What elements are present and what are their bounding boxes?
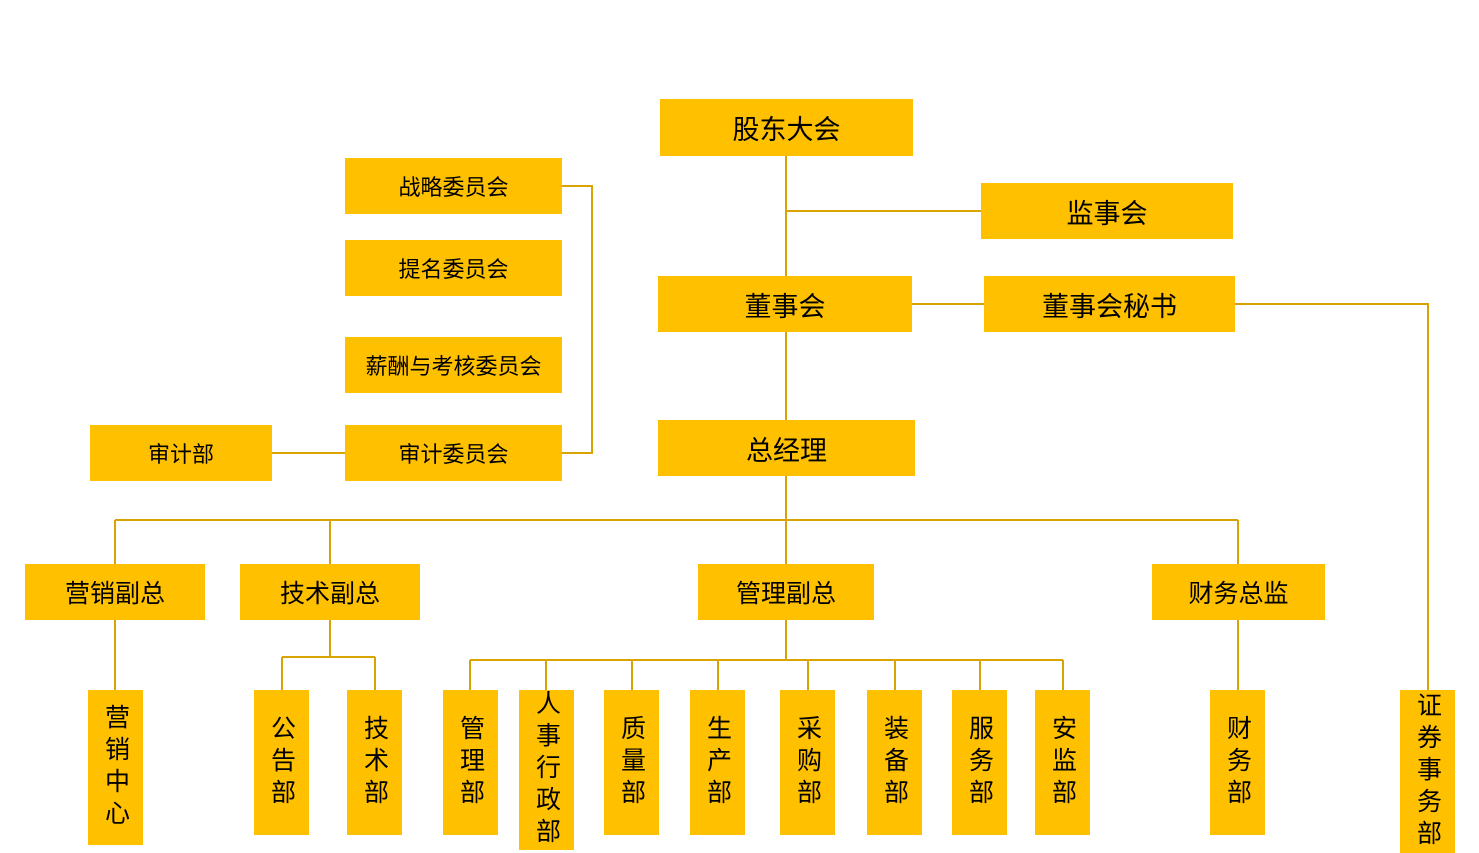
node-production-dept: 生产部 <box>690 690 745 835</box>
node-management-vp: 管理副总 <box>698 564 874 620</box>
node-tech-dept: 技术部 <box>347 690 402 835</box>
node-quality-dept: 质量部 <box>604 690 659 835</box>
node-safety-dept: 安监部 <box>1035 690 1090 835</box>
edge-secretary-securities <box>1235 303 1429 690</box>
node-strategy-committee: 战略委员会 <box>345 158 562 214</box>
node-securities-dept: 证券事务部 <box>1400 690 1455 853</box>
node-compensation-committee: 薪酬与考核委员会 <box>345 337 562 393</box>
node-tech-vp: 技术副总 <box>240 564 420 620</box>
node-announcement-dept: 公告部 <box>254 690 309 835</box>
node-supervisory-board: 监事会 <box>981 183 1233 239</box>
edge-committee-bracket <box>562 185 593 454</box>
node-finance-director: 财务总监 <box>1152 564 1325 620</box>
node-management-dept: 管理部 <box>443 690 498 835</box>
node-board-secretary: 董事会秘书 <box>984 276 1235 332</box>
node-marketing-center: 营销中心 <box>88 690 143 845</box>
node-audit-committee: 审计委员会 <box>345 425 562 481</box>
node-general-manager: 总经理 <box>658 420 915 476</box>
node-shareholders: 股东大会 <box>660 99 913 156</box>
node-board-of-directors: 董事会 <box>658 276 912 332</box>
node-finance-dept: 财务部 <box>1210 690 1265 835</box>
node-marketing-vp: 营销副总 <box>25 564 205 620</box>
node-audit-dept: 审计部 <box>90 425 272 481</box>
node-hr-admin-dept: 人事行政部 <box>519 690 574 850</box>
node-equipment-dept: 装备部 <box>867 690 922 835</box>
node-service-dept: 服务部 <box>952 690 1007 835</box>
node-nomination-committee: 提名委员会 <box>345 240 562 296</box>
node-purchasing-dept: 采购部 <box>780 690 835 835</box>
